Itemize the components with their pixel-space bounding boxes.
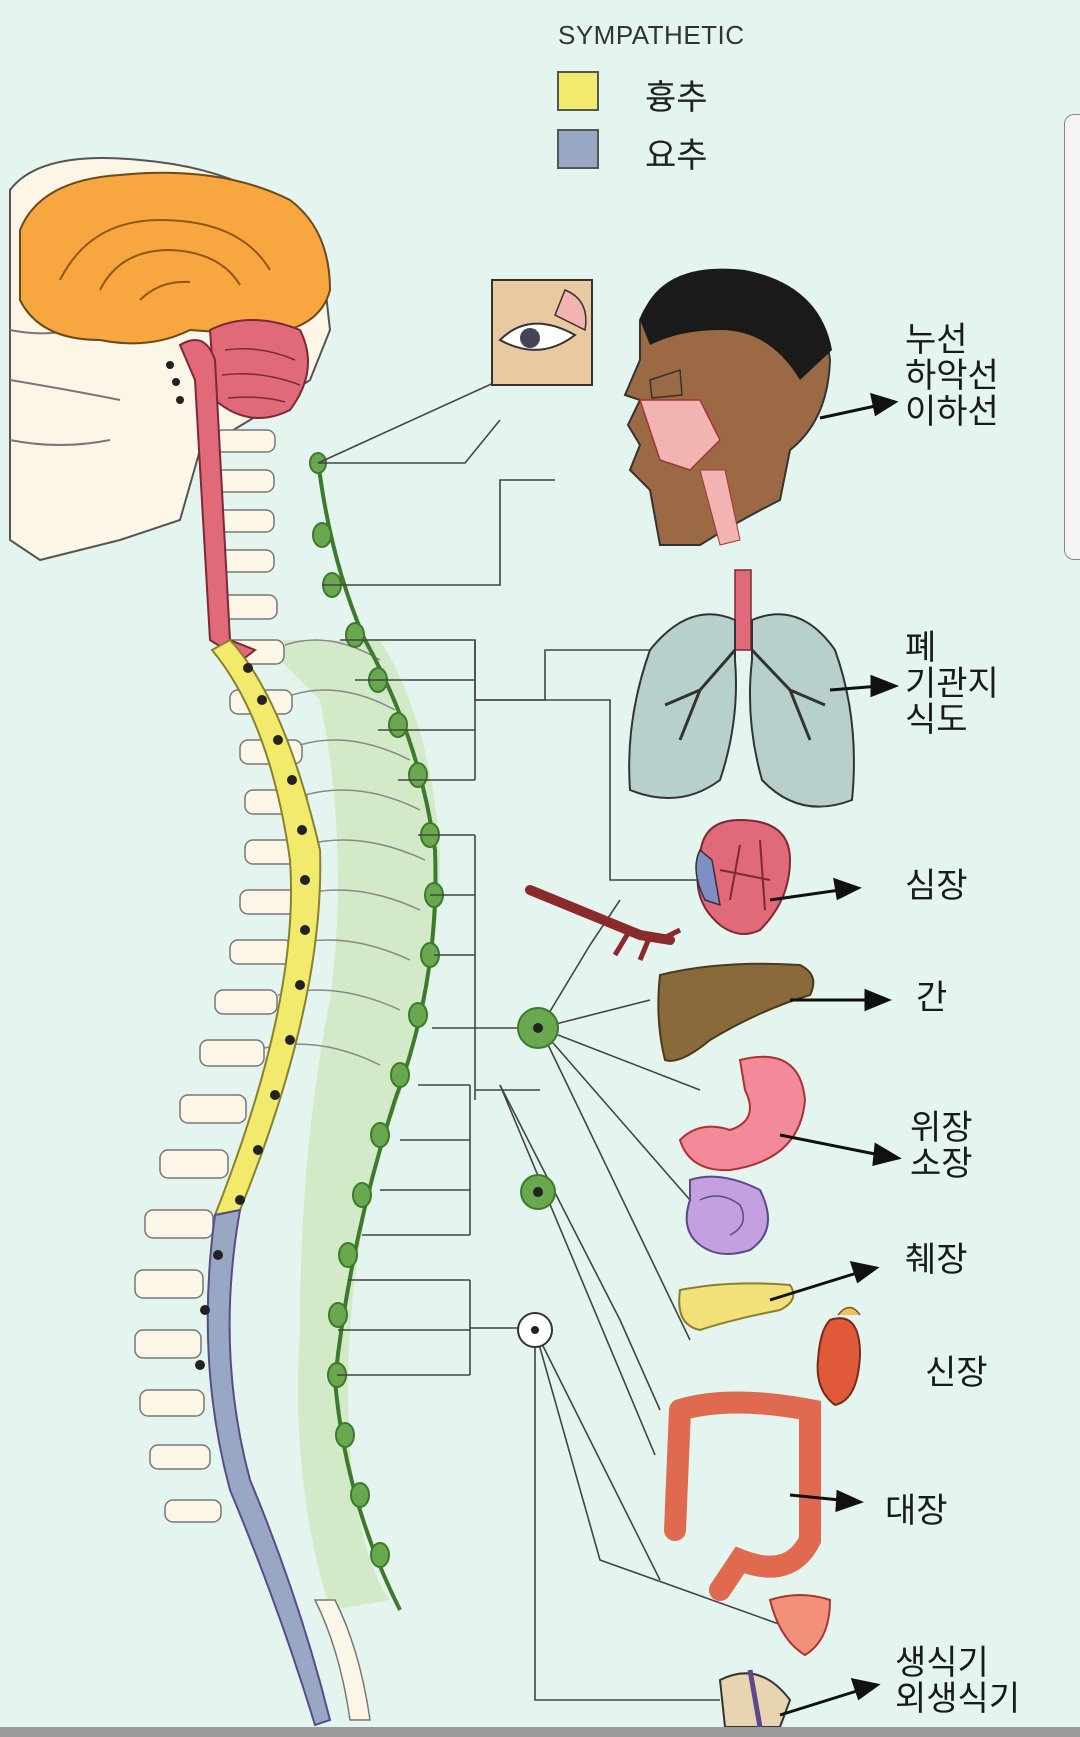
label-genitals: 생식기 외생식기: [895, 1645, 1020, 1717]
lungs: [628, 569, 855, 808]
heart: [695, 818, 792, 935]
nerve-connectors: [317, 354, 791, 1701]
label-lung: 폐: [905, 628, 937, 668]
cord-nuclei: [166, 361, 310, 1370]
label-lacrimal: 누선: [905, 320, 968, 360]
label-parotid: 이하선: [905, 392, 999, 432]
scrollbar[interactable]: [1064, 114, 1080, 560]
legend-swatch-lumbar: [557, 129, 599, 169]
bladder: [768, 1594, 832, 1657]
ganglia: [309, 452, 444, 1568]
label-pancreas: 췌장: [905, 1240, 968, 1280]
small-intestine: [685, 1175, 769, 1255]
liver: [657, 962, 815, 1062]
label-liver: 간: [916, 978, 948, 1018]
large-intestine: [664, 1391, 821, 1601]
label-stomach-main: 위장: [910, 1108, 973, 1148]
sympathetic-chain-band: [260, 640, 440, 1610]
legend-label-thoracic: 흉추: [645, 78, 708, 118]
label-small-intestine: 소장: [910, 1144, 973, 1184]
cerebellum: [208, 319, 309, 419]
label-head-glands: 누선 하악선 이하선: [905, 322, 999, 430]
legend-label-lumbar: 요추: [645, 136, 708, 176]
label-arrows: [769, 392, 902, 1717]
label-bronchus: 기관지: [905, 664, 999, 704]
blood-vessel: [525, 885, 675, 945]
brain: [19, 171, 332, 345]
kidney: [816, 1317, 862, 1407]
label-stomach: 위장 소장: [910, 1110, 973, 1182]
bottom-bar: [0, 1727, 1080, 1737]
spinal-cord-lumbar: [206, 1208, 332, 1727]
legend-swatch-thoracic: [557, 71, 599, 111]
pancreas: [678, 1282, 795, 1332]
label-esophagus: 식도: [905, 700, 968, 740]
label-submandibular: 하악선: [905, 356, 999, 396]
stomach: [678, 1055, 807, 1172]
label-colon: 대장: [885, 1491, 948, 1531]
label-reproductive: 생식기: [895, 1643, 989, 1683]
legend-title: SYMPATHETIC: [558, 20, 745, 50]
label-lungs: 폐 기관지 식도: [905, 630, 999, 738]
label-heart: 심장: [905, 866, 968, 906]
label-external-genitalia: 외생식기: [895, 1679, 1021, 1719]
label-kidney: 신장: [925, 1353, 988, 1393]
